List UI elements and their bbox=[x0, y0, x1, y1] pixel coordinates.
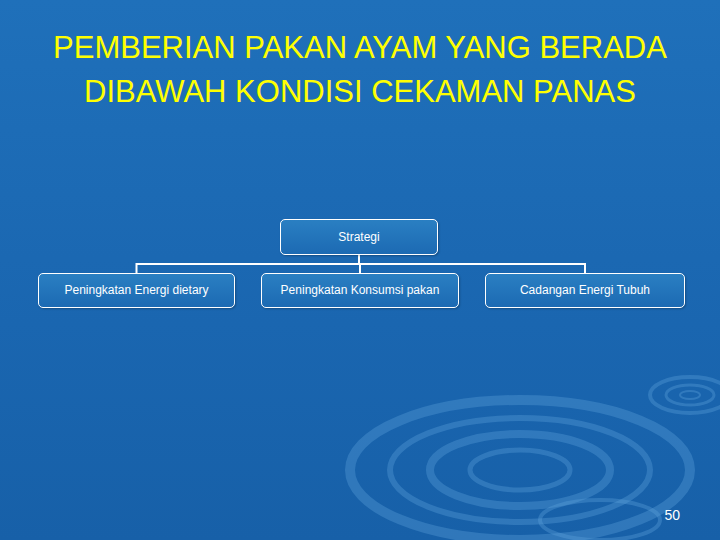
box-label: Peningkatan Konsumsi pakan bbox=[281, 283, 440, 298]
ripple-rings bbox=[350, 377, 720, 540]
strategy-box: Peningkatan Konsumsi pakan bbox=[261, 273, 459, 308]
tree-connector bbox=[359, 255, 585, 273]
strategy-box: Cadangan Energi Tubuh bbox=[485, 273, 685, 308]
box-label: Strategi bbox=[338, 230, 379, 245]
box-label: Cadangan Energi Tubuh bbox=[520, 283, 650, 298]
root-box: Strategi bbox=[280, 219, 438, 255]
tree-connector bbox=[137, 255, 360, 273]
box-label: Peningkatan Energi dietary bbox=[64, 283, 208, 298]
slide-title: PEMBERIAN PAKAN AYAM YANG BERADA DIBAWAH… bbox=[50, 26, 670, 114]
page-number: 50 bbox=[664, 507, 680, 523]
strategy-box: Peningkatan Energi dietary bbox=[38, 273, 235, 308]
